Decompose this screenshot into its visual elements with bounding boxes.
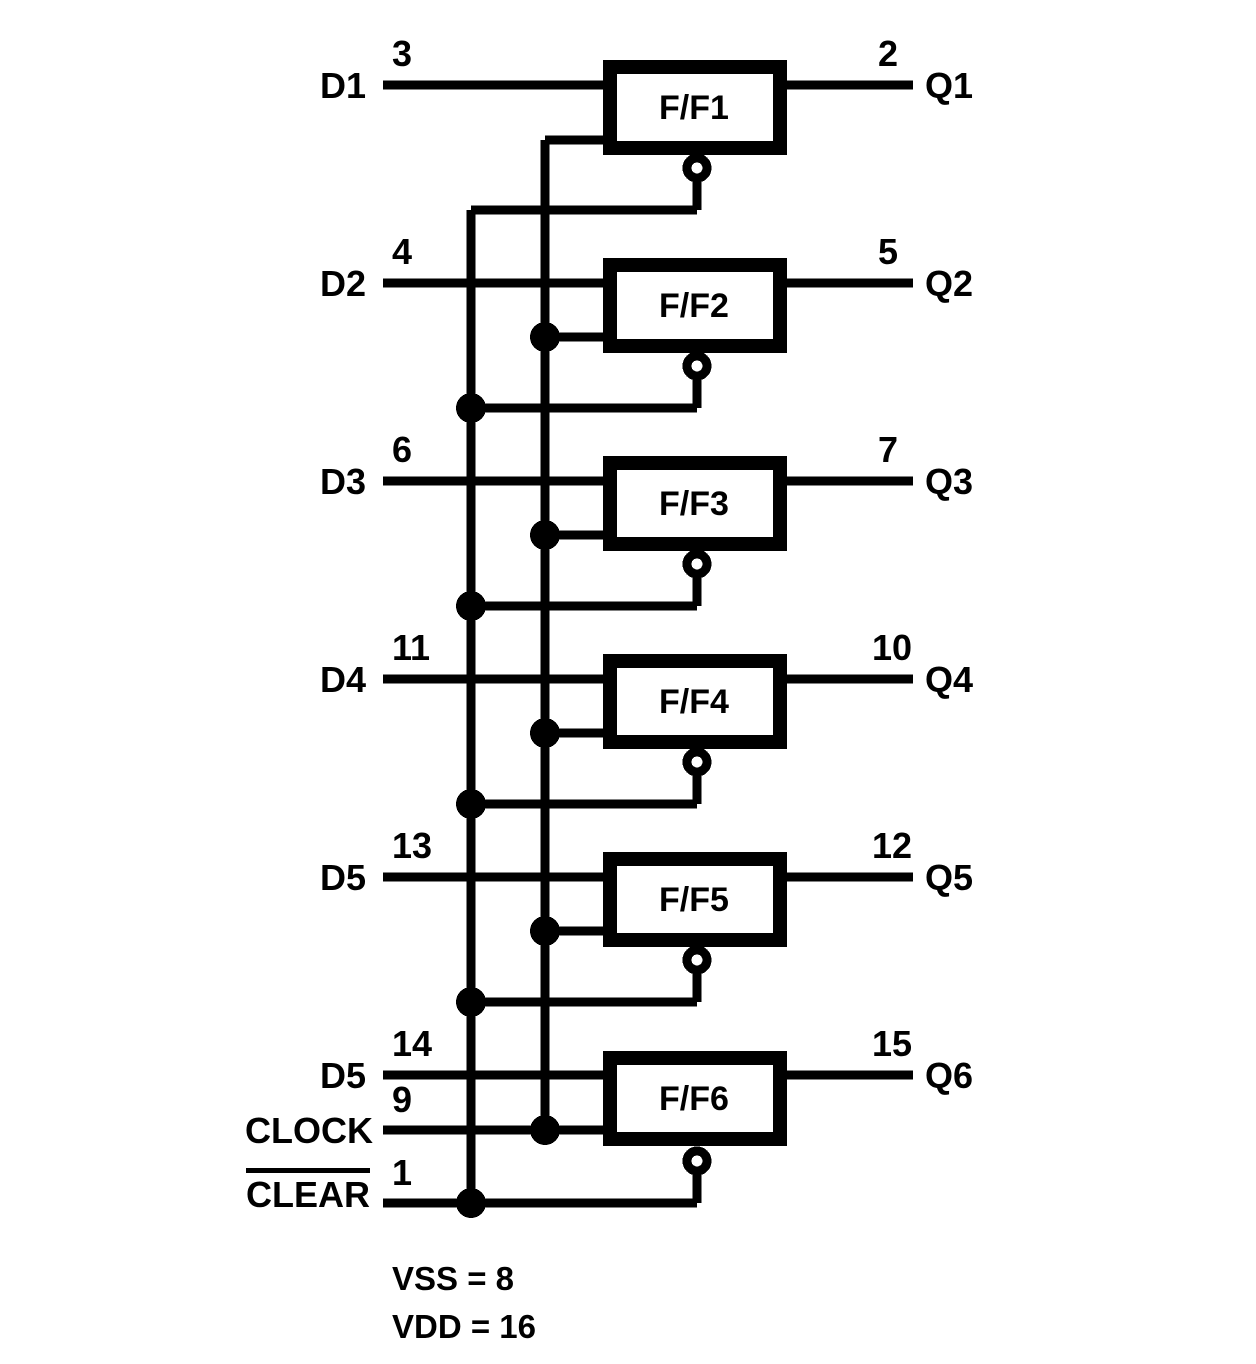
signal-label-clock: CLOCK (245, 1110, 373, 1151)
pin-number-clear: 1 (392, 1152, 413, 1193)
junction-dot-clock-ff4 (530, 718, 560, 748)
signal-label-q3: Q3 (925, 461, 974, 502)
pin-number-q5: 12 (872, 825, 913, 866)
signal-label-q6: Q6 (925, 1055, 974, 1096)
ff-box-3 (603, 456, 787, 551)
junction-dot-clear-ff6 (456, 1188, 486, 1218)
ff-label-4: F/F4 (659, 683, 729, 721)
pin-number-d1: 3 (392, 33, 413, 74)
junction-dot-clear-ff2 (456, 393, 486, 423)
signal-label-q2: Q2 (925, 263, 974, 304)
junction-dot-clear-ff3 (456, 591, 486, 621)
pin-number-q3: 7 (878, 429, 899, 470)
signal-label-q1: Q1 (925, 65, 974, 106)
signal-label-d2: D2 (320, 263, 367, 304)
clear-bubble-ff2 (682, 351, 712, 381)
ff-label-1: F/F1 (659, 89, 729, 127)
ff-label-3: F/F3 (659, 485, 729, 523)
pin-number-q1: 2 (878, 33, 899, 74)
ff-label-5: F/F5 (659, 881, 729, 919)
ff-box-1 (603, 60, 787, 155)
signal-label-d4: D4 (320, 659, 367, 700)
clear-bubble-ff1 (682, 153, 712, 183)
junction-dot-clear-ff5 (456, 987, 486, 1017)
signal-label-q5: Q5 (925, 857, 974, 898)
clear-bubble-ff6 (682, 1146, 712, 1176)
signal-label-clear: CLEAR (246, 1168, 370, 1213)
pin-number-d2: 4 (392, 231, 413, 272)
pin-number-d5: 13 (392, 825, 433, 866)
signal-label-q4: Q4 (925, 659, 974, 700)
junction-dot-clear-ff4 (456, 789, 486, 819)
pin-number-q6: 15 (872, 1023, 913, 1064)
ff-label-2: F/F2 (659, 287, 729, 325)
clear-bubble-ff5 (682, 945, 712, 975)
ff-box-4 (603, 654, 787, 749)
ff-box-5 (603, 852, 787, 947)
ff-box-2 (603, 258, 787, 353)
signal-label-d3: D3 (320, 461, 367, 502)
ff-label-6: F/F6 (659, 1080, 729, 1118)
junction-dot-clock-ff3 (530, 520, 560, 550)
power-note-vss: VSS = 8 (392, 1260, 514, 1297)
clear-bubble-ff3 (682, 549, 712, 579)
junction-dot-clock-ff6 (530, 1115, 560, 1145)
clear-overbar (246, 1168, 370, 1173)
pin-number-d3: 6 (392, 429, 413, 470)
pin-number-clock: 9 (392, 1079, 413, 1120)
ff-box-6 (603, 1051, 787, 1146)
signal-label-d6: D5 (320, 1055, 367, 1096)
pin-number-q2: 5 (878, 231, 899, 272)
signal-label-d5: D5 (320, 857, 367, 898)
junction-dot-clock-ff5 (530, 916, 560, 946)
signal-label-d1: D1 (320, 65, 367, 106)
pin-number-d4: 11 (392, 627, 431, 668)
clear-bubble-ff4 (682, 747, 712, 777)
junction-dot-clock-ff2 (530, 322, 560, 352)
power-note-vdd: VDD = 16 (392, 1308, 536, 1345)
pin-number-q4: 10 (872, 627, 913, 668)
pin-number-d6: 14 (392, 1023, 433, 1064)
clear-text: CLEAR (246, 1174, 370, 1215)
